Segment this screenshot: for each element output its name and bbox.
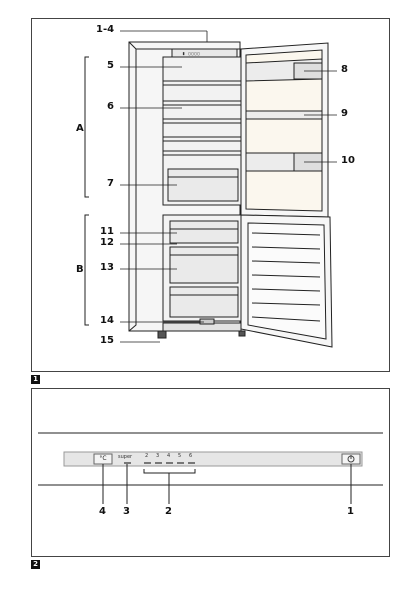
callout-7: 7 bbox=[107, 178, 114, 189]
callout-14: 14 bbox=[100, 315, 114, 326]
callout-5: 5 bbox=[107, 60, 114, 71]
level-2-label: 2 bbox=[145, 453, 149, 459]
level-4-label: 4 bbox=[167, 453, 171, 459]
level-6-label: 6 bbox=[189, 453, 193, 459]
figure-1-number: 1 bbox=[31, 375, 40, 384]
level-5-label: 5 bbox=[178, 453, 182, 459]
callout-13: 13 bbox=[100, 262, 114, 273]
callout-8: 8 bbox=[341, 64, 348, 75]
callout-2: 2 bbox=[165, 506, 172, 517]
callout-1-4: 1-4 bbox=[96, 24, 115, 35]
callout-11: 11 bbox=[100, 226, 114, 237]
control-panel-drawing bbox=[38, 432, 383, 504]
zone-a-label: A bbox=[76, 123, 84, 134]
svg-text:▮ ▯▯▯▯: ▮ ▯▯▯▯ bbox=[182, 51, 200, 57]
callout-12: 12 bbox=[100, 237, 114, 248]
power-button-icon[interactable] bbox=[342, 453, 360, 465]
callout-15: 15 bbox=[100, 335, 114, 346]
zone-b-label: B bbox=[76, 264, 84, 275]
callout-4: 4 bbox=[99, 506, 106, 517]
level-3-label: 3 bbox=[156, 453, 160, 459]
callout-6: 6 bbox=[107, 101, 114, 112]
figure-2-control-panel: °C super 2 3 4 5 6 4 3 2 1 bbox=[31, 388, 390, 557]
fridge-drawing: ▮ ▯▯▯▯ bbox=[84, 30, 337, 348]
callout-10: 10 bbox=[341, 155, 355, 166]
callout-1: 1 bbox=[347, 506, 354, 517]
figure-2-number: 2 bbox=[31, 560, 40, 569]
super-label: super bbox=[118, 454, 133, 460]
callout-9: 9 bbox=[341, 108, 348, 119]
callout-3: 3 bbox=[123, 506, 130, 517]
figure-1-fridge: ▮ ▯▯▯▯ 1-4 5 6 7 11 12 13 14 15 bbox=[31, 18, 390, 372]
temperature-button[interactable]: °C bbox=[99, 455, 107, 462]
